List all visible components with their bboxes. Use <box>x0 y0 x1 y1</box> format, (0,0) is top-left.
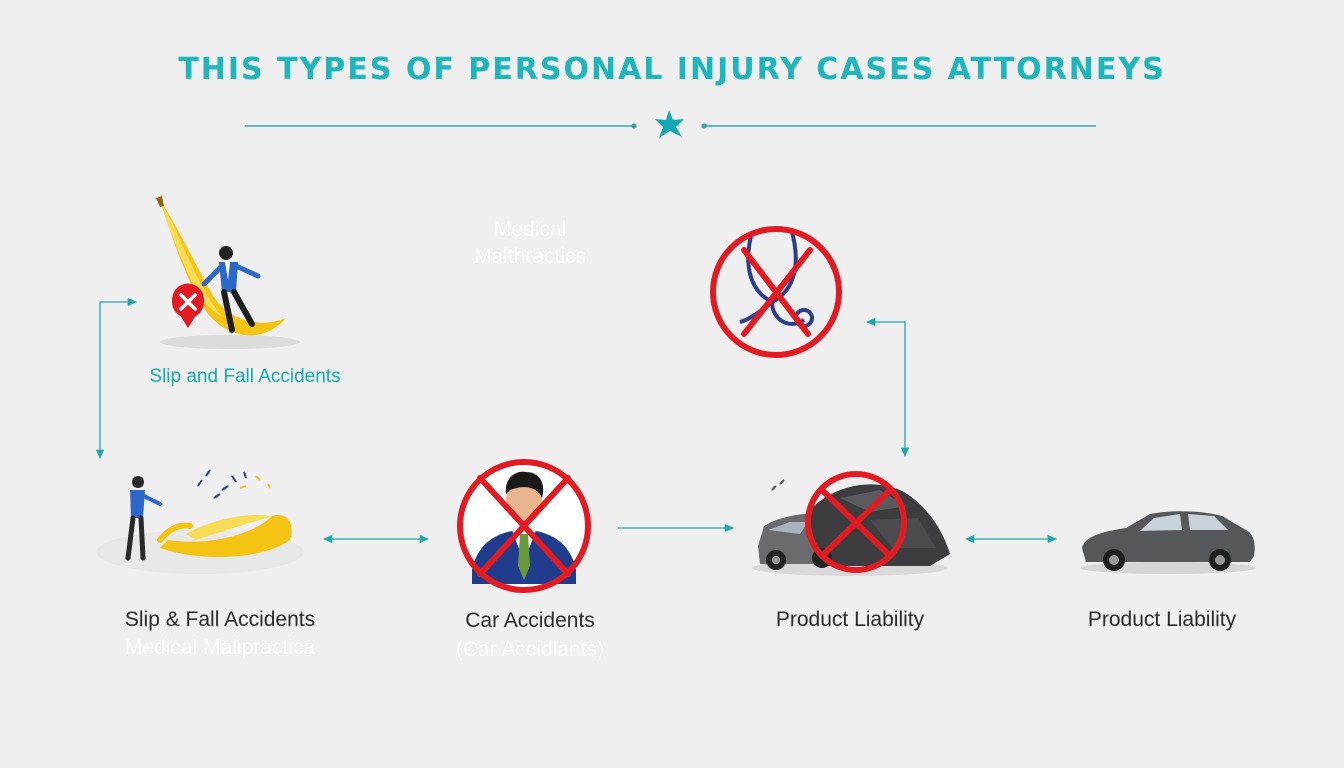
caption-product-liability-1: Product Liability <box>775 608 925 631</box>
banana-slip-icon <box>156 196 300 349</box>
stethoscope-prohibited-icon <box>710 226 842 358</box>
title-divider <box>245 123 1096 129</box>
page-title: THIS TYPES OF PERSONAL INJURY CASES ATTO… <box>178 52 1166 87</box>
car-wreck-prohibited-icon <box>752 471 950 576</box>
connector-left-loop <box>95 297 138 460</box>
connector-right-loop <box>865 317 910 458</box>
caption-car-accidents: Car Accidents <box>465 609 595 632</box>
star-ornament-icon <box>655 110 684 138</box>
caption-slip-fall-top: Slip and Fall Accidents <box>149 366 341 387</box>
caption-car-accidents-ghost: (Car Accidlants) <box>455 638 605 661</box>
caption-medical-ghost: Medical Malthractics <box>420 216 640 270</box>
person-prohibited-icon <box>457 459 591 593</box>
caption-slip-fall-ghost: Medical Malipractica <box>124 636 316 659</box>
sedan-car-icon <box>1080 511 1256 574</box>
caption-slip-fall-bottom: Slip & Fall Accidents <box>124 608 316 631</box>
caption-product-liability-2: Product Liability <box>1087 608 1237 631</box>
banana-fall-icon <box>96 469 304 574</box>
caption-medical-ghost-line1: Medical <box>493 218 567 241</box>
caption-medical-ghost-line2: Malthractics <box>473 245 587 268</box>
